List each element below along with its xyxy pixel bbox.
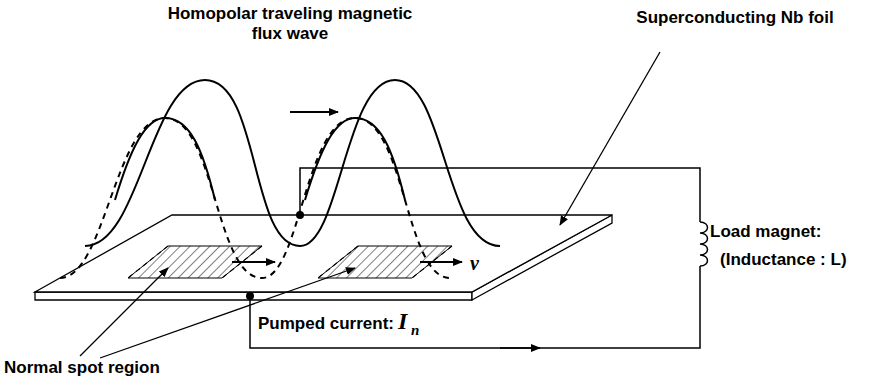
velocity-symbol: v — [470, 252, 490, 275]
current-label: Pumped current: — [258, 314, 408, 334]
load-label: Load magnet: — [710, 222, 870, 242]
terminal-dot — [296, 211, 304, 219]
circuit-wire — [250, 168, 708, 348]
wave-label: Homopolar traveling magnetic flux wave — [160, 4, 420, 43]
leader-line — [80, 52, 660, 358]
terminal-dot — [246, 292, 254, 300]
spot-label: Normal spot region — [4, 358, 264, 378]
flux-wave — [60, 80, 500, 278]
motion-arrow — [232, 112, 462, 262]
inductance-label: (Inductance : L) — [720, 250, 870, 270]
nb-foil — [35, 215, 612, 300]
foil-label: Superconducting Nb foil — [620, 8, 850, 28]
normal-spot — [128, 246, 452, 278]
current-subscript: n — [411, 322, 431, 339]
